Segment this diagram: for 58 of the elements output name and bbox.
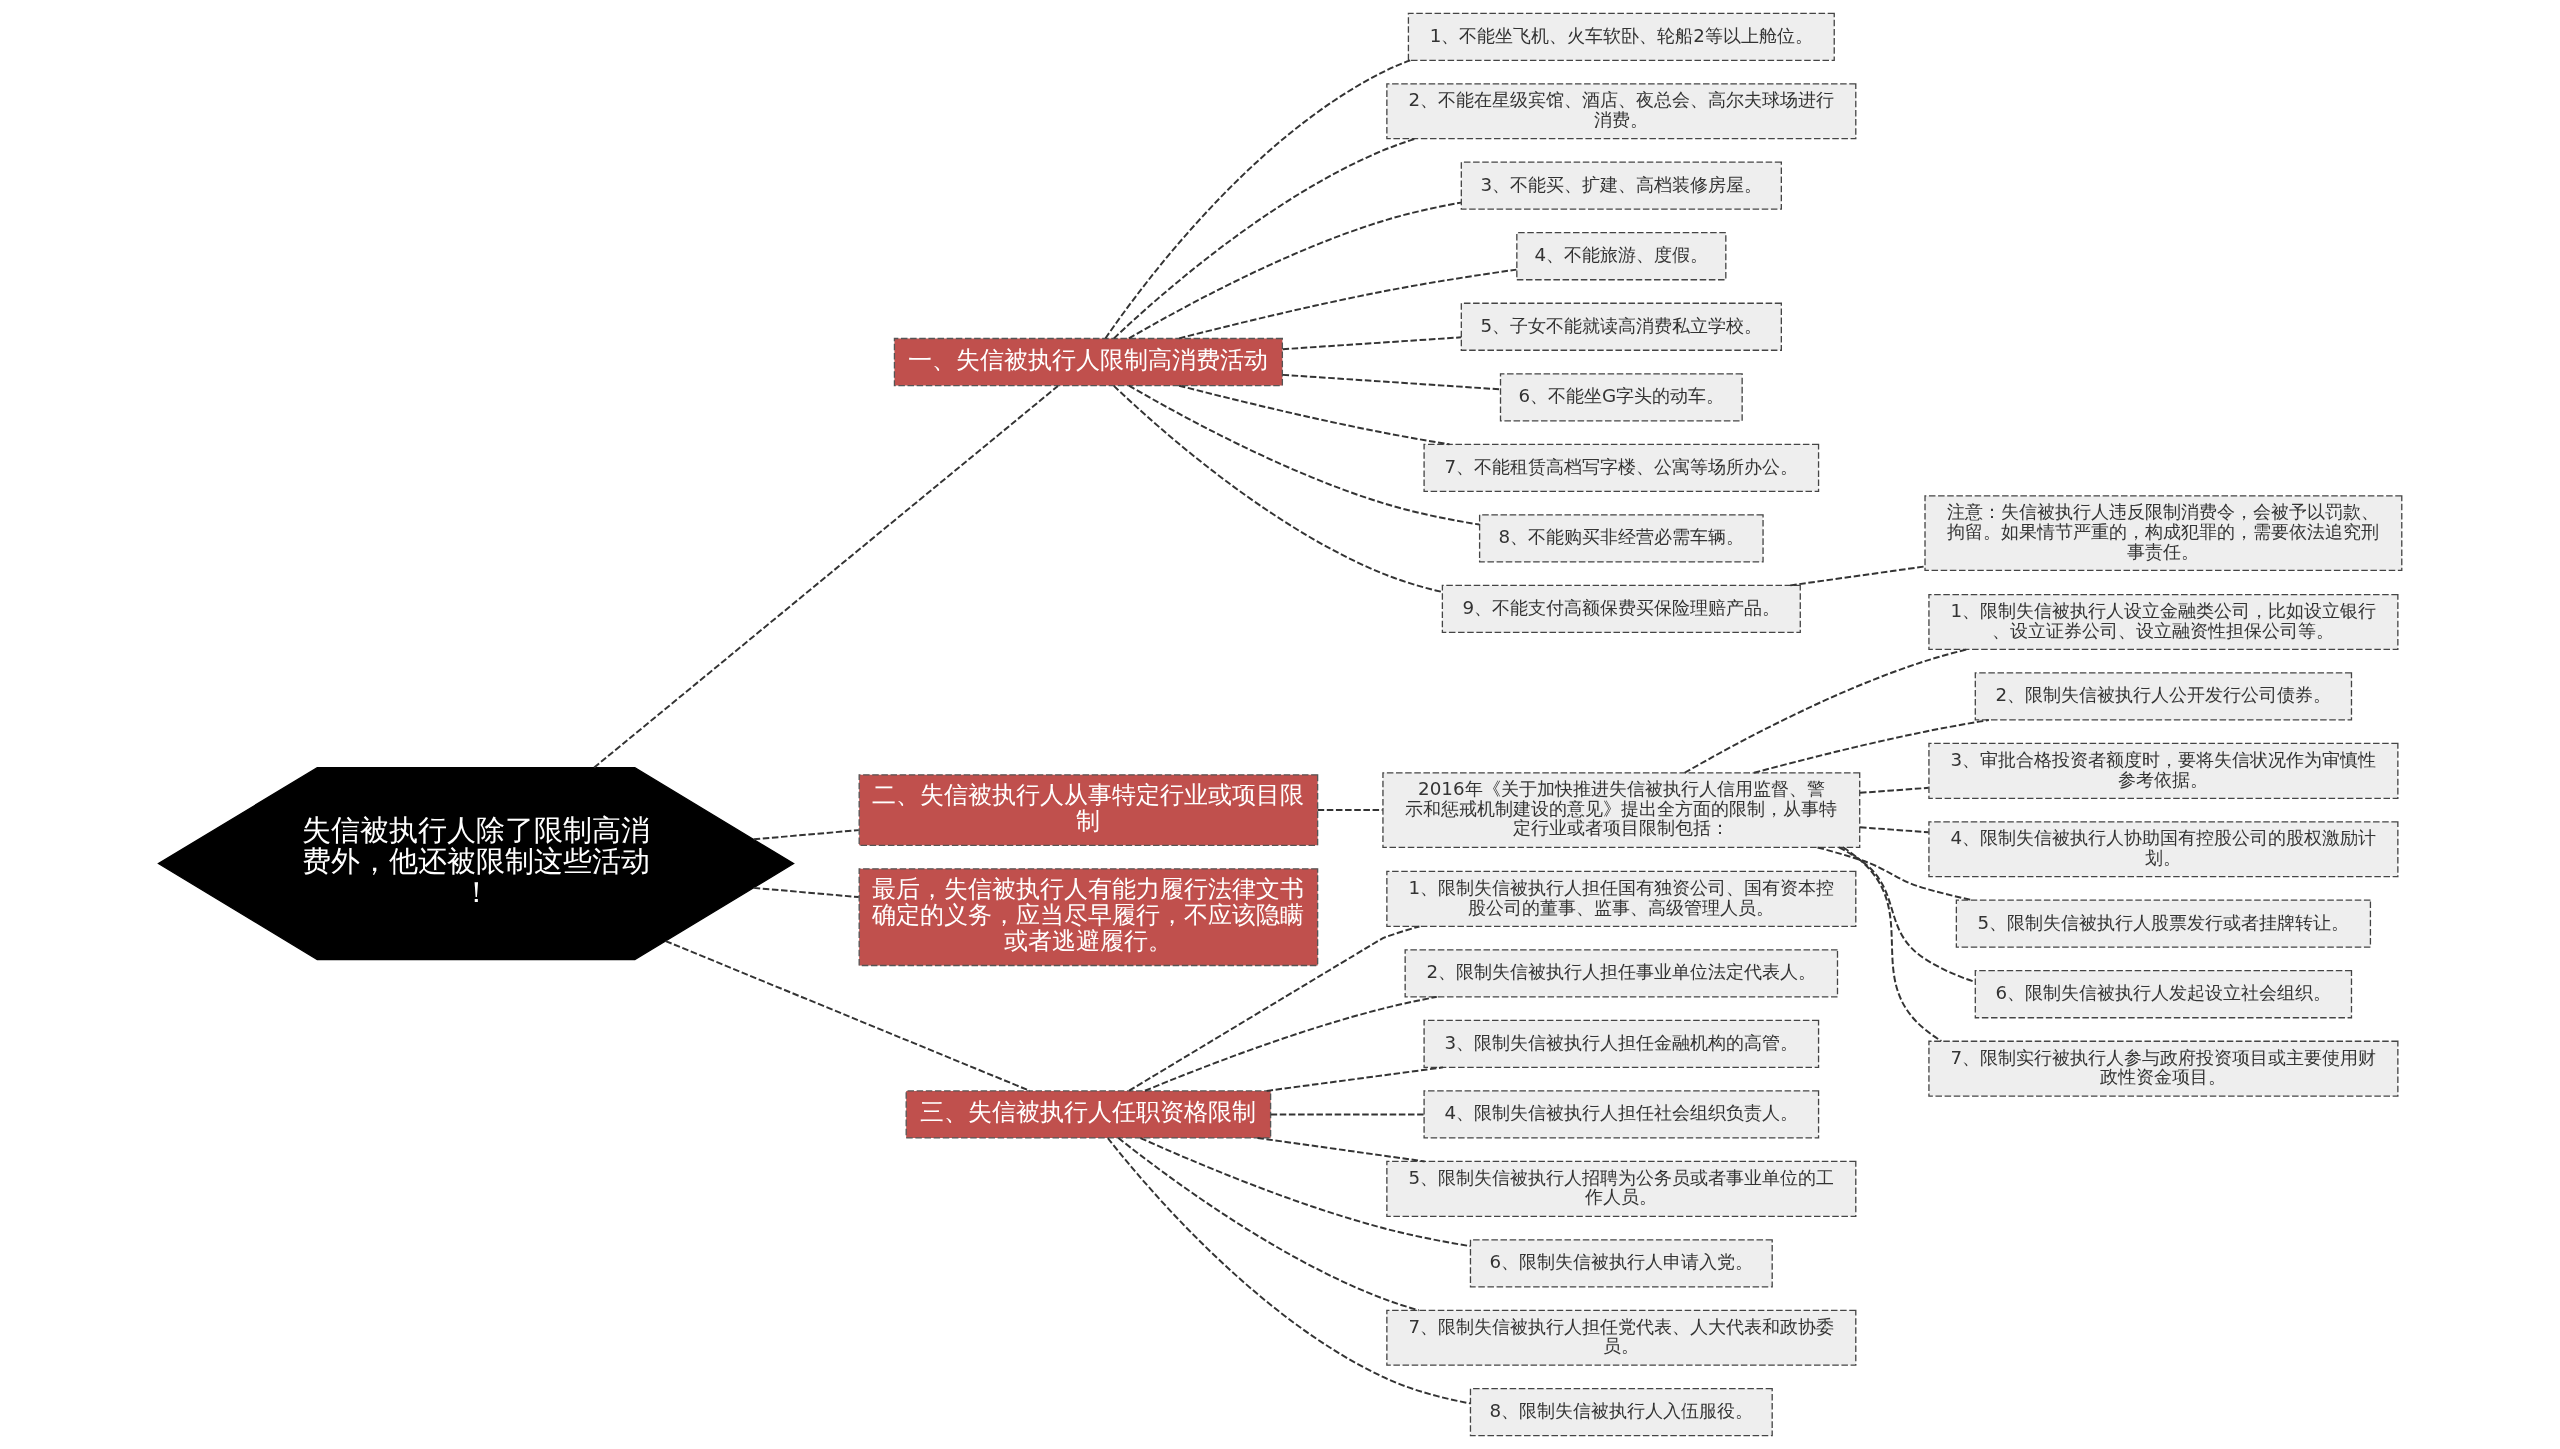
connector: [1683, 648, 1968, 774]
connector: [1753, 719, 1990, 774]
node-box: 5、限制失信被执行人招聘为公务员或者事业单位的工作人员。: [1386, 1160, 1857, 1217]
connector: [1143, 995, 1438, 1092]
connector: [1112, 137, 1417, 340]
node-box: 2、限制失信被执行人公开发行公司债券。: [1974, 672, 2353, 721]
connector: [664, 940, 1031, 1092]
connector: [752, 829, 860, 841]
connector: [1265, 1066, 1445, 1092]
node-box: 8、不能购买非经营必需车辆。: [1478, 514, 1764, 563]
node-box: 3、限制失信被执行人担任金融机构的高管。: [1423, 1019, 1820, 1069]
connector: [1789, 565, 1926, 587]
node-box: 7、不能租赁高档写字楼、公寓等场所办公。: [1423, 443, 1820, 492]
node-box: 三、失信被执行人任职资格限制: [905, 1090, 1272, 1139]
connector: [1117, 1137, 1420, 1312]
connector: [1127, 201, 1463, 340]
connector: [1281, 373, 1502, 391]
node-box: 4、不能旅游、度假。: [1516, 232, 1727, 281]
connector: [1838, 846, 1976, 983]
node-box: 6、不能坐G字头的动车。: [1499, 373, 1743, 422]
node-box: 3、不能买、扩建、高档装修房屋。: [1460, 161, 1782, 210]
node-box: 1、限制失信被执行人担任国有独资公司、国有资本控股公司的董事、监事、高级管理人员。: [1386, 870, 1857, 927]
connector: [1106, 1137, 1472, 1405]
connector: [1112, 384, 1444, 593]
connector: [1178, 268, 1518, 340]
connector: [1269, 1113, 1425, 1116]
connector: [1842, 846, 1943, 1043]
node-box: 2016年《关于加快推进失信被执行人信用监督、警示和惩戒机制建设的意见》提出全方面的限制，从事特定行业或者项目限制包括：: [1382, 772, 1861, 848]
connector: [1281, 336, 1463, 351]
node-box: 注意：失信被执行人违反限制消费令，会被予以罚款、拘留。如果情节严重的，构成犯罪的，需要依法追究刑事责任。: [1924, 495, 2403, 572]
node-box: 4、限制失信被执行人担任社会组织负责人。: [1423, 1090, 1820, 1139]
node-box: 7、限制失信被执行人担任党代表、人大代表和政协委员。: [1386, 1309, 1857, 1366]
node-box: 1、限制失信被执行人设立金融类公司，比如设立银行、设立证券公司、设立融资性担保公司等。: [1928, 593, 2399, 651]
connector: [1178, 384, 1451, 446]
node-box: 7、限制实行被执行人参与政府投资项目或主要使用财政性资金项目。: [1928, 1040, 2399, 1097]
node-box: 2、限制失信被执行人担任事业单位法定代表人。: [1404, 949, 1839, 998]
node-box: 2、不能在星级宾馆、酒店、夜总会、高尔夫球场进行消费。: [1386, 83, 1857, 140]
node-box: 6、限制失信被执行人发起设立社会组织。: [1974, 970, 2353, 1019]
node-box: 4、限制失信被执行人协助国有控股公司的股权激励计划。: [1928, 821, 2399, 878]
connector: [1859, 826, 1930, 834]
node-box: 一、失信被执行人限制高消费活动: [893, 337, 1284, 387]
node-box: 9、不能支付高额保费买保险理赔产品。: [1441, 584, 1801, 634]
node-box: 5、子女不能就读高消费私立学校。: [1460, 302, 1782, 351]
connector: [752, 886, 860, 899]
node-box: 最后，失信被执行人有能力履行法律文书确定的义务，应当尽早履行，不应该隐瞒或者逃避履行。: [858, 868, 1319, 967]
connector: [1859, 786, 1930, 794]
node-box: 5、限制失信被执行人股票发行或者挂牌转让。: [1955, 899, 2372, 948]
connector: [1316, 809, 1384, 812]
connector: [1139, 1137, 1472, 1248]
connector: [1104, 59, 1412, 340]
node-box: 6、限制失信被执行人申请入党。: [1469, 1239, 1773, 1288]
connector: [593, 385, 1059, 769]
node-box: 1、不能坐飞机、火车软卧、轮船2等以上舱位。: [1407, 12, 1835, 61]
connector: [1256, 1137, 1426, 1163]
connector: [1127, 384, 1481, 526]
node-box: 3、审批合格投资者额度时，要将失信状况作为审慎性参考依据。: [1928, 742, 2399, 799]
node-box: 二、失信被执行人从事特定行业或项目限制: [858, 774, 1319, 846]
node-box: 8、限制失信被执行人入伍服役。: [1469, 1388, 1773, 1437]
